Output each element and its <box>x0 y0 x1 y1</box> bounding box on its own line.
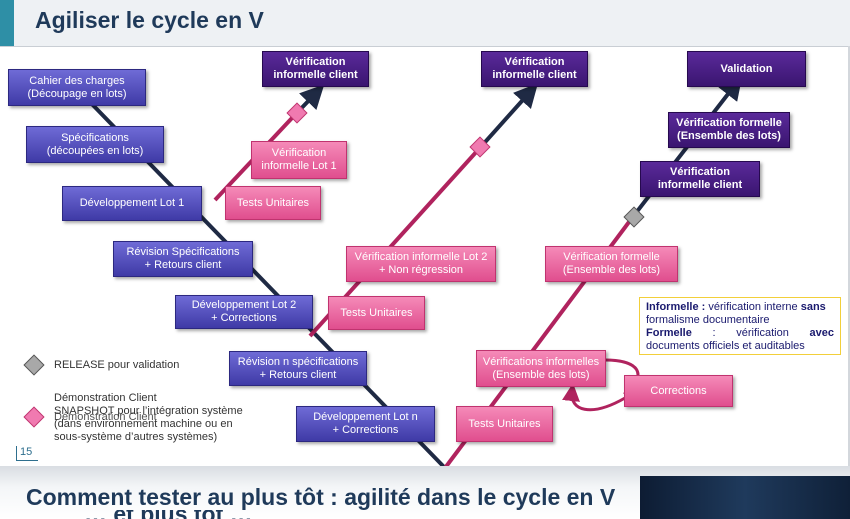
slide-title: Agiliser le cycle en V <box>35 7 264 33</box>
verifications-informelles-ensemble-box: Vérifications informelles (Ensemble des … <box>476 350 606 387</box>
title-band <box>0 0 850 47</box>
lot2-client-line <box>476 83 539 152</box>
snapshot-diamond-lot2 <box>469 136 491 158</box>
page-number: 15 <box>16 446 39 461</box>
slide-frame <box>0 46 850 466</box>
legend-demo-line3: (dans environnement machine ou en <box>54 418 233 430</box>
legend-snapshot-diamond <box>23 406 45 428</box>
revision-specifications-box: Révision Spécifications + Retours client <box>113 241 253 277</box>
developpement-lot1-box: Développement Lot 1 <box>62 186 202 221</box>
next-slide-cut-title: … et plus tôt … <box>84 510 253 519</box>
specifications-box: Spécifications (découpées en lots) <box>26 126 164 163</box>
revision-n-specifications-box: Révision n spécifications + Retours clie… <box>229 351 367 386</box>
developpement-lotn-box: Développement Lot n + Corrections <box>296 406 435 442</box>
informelle-text2: formalisme documentaire <box>646 314 770 326</box>
snapshot-diamond-lot1 <box>286 102 308 124</box>
informelle-bold: sans <box>800 301 826 313</box>
formelle-text2: documents officiels et auditables <box>646 340 805 352</box>
informelle-definition: Informelle : vérification interne sans <box>646 301 834 314</box>
legend-demo-overlap: Démonstration Client <box>54 411 157 423</box>
legend-release-diamond <box>23 354 45 376</box>
corrections-box: Corrections <box>624 375 733 407</box>
formelle-bold: avec <box>809 327 834 339</box>
next-slide-title[interactable]: Comment tester au plus tôt : agilité dan… <box>26 484 616 510</box>
formelle-definition: Formelle : vérification avec <box>646 327 834 340</box>
formelle-term: Formelle <box>646 327 692 339</box>
legend-demo-line4: sous-système d’autres systèmes) <box>54 431 218 443</box>
informelle-text: vérification interne <box>708 301 798 313</box>
tests-unitaires-lot2-box: Tests Unitaires <box>328 296 425 330</box>
legend-release-text: RELEASE pour validation <box>54 359 180 371</box>
legend-demo-line2: SNAPSHOT pour l’intégration système <box>54 405 243 417</box>
tests-unitaires-lotn-box: Tests Unitaires <box>456 406 553 442</box>
formelle-colon: : <box>712 327 716 339</box>
tests-unitaires-lot1-box: Tests Unitaires <box>225 186 321 220</box>
title-accent <box>0 0 14 46</box>
verification-informelle-client-3-box: Vérification informelle client <box>640 161 760 197</box>
corrections-loop-bottom <box>562 383 626 412</box>
release-diamond <box>623 206 645 228</box>
verification-informelle-lot1-box: Vérification informelle Lot 1 <box>251 141 347 179</box>
legend-demo-line1: Démonstration Client <box>54 392 157 404</box>
formelle-text: vérification <box>736 327 789 339</box>
developpement-lot2-box: Développement Lot 2 + Corrections <box>175 295 313 329</box>
verification-formelle-ensemble-box: Vérification formelle (Ensemble des lots… <box>668 112 790 148</box>
informelle-term: Informelle : <box>646 301 706 313</box>
verification-informelle-client-2-box: Vérification informelle client <box>481 51 588 87</box>
cahier-des-charges-box: Cahier des charges (Découpage en lots) <box>8 69 146 106</box>
verification-informelle-lot2-box: Vérification informelle Lot 2 + Non régr… <box>346 246 496 282</box>
lotn-client-line <box>630 75 743 220</box>
validation-box: Validation <box>687 51 806 87</box>
verification-informelle-client-1-box: Vérification informelle client <box>262 51 369 87</box>
verification-formelle-pink-box: Vérification formelle (Ensemble des lots… <box>545 246 678 282</box>
next-slide-dark-panel <box>640 476 850 519</box>
definitions-box: Informelle : vérification interne sans f… <box>639 297 841 355</box>
